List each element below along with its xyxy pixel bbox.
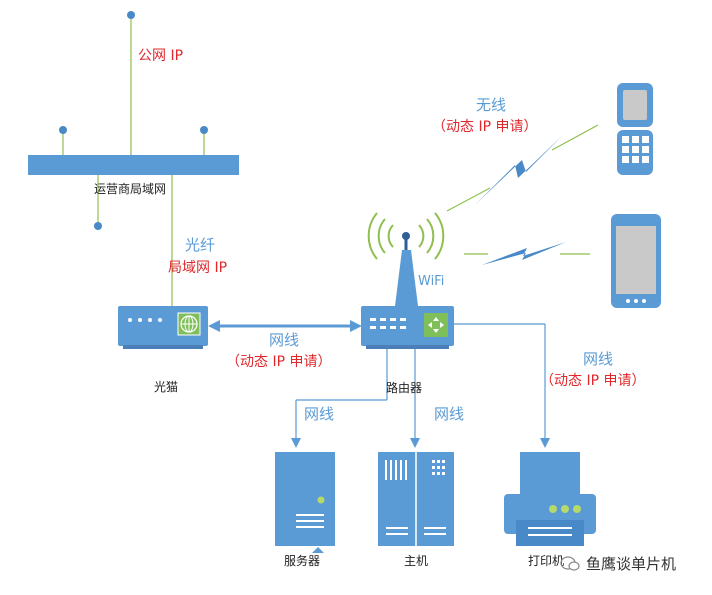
printer-dhcp-label: （动态 IP 申请） [540,373,646,389]
fiber-label: 光纤 [185,236,216,254]
optical-modem-device [118,306,208,349]
chat-bubble-icon [560,555,580,571]
modem-router-cable [208,320,362,332]
server-cable-label: 网线 [304,405,335,423]
router-label: 路由器 [386,381,423,395]
watermark: 鱼鹰谈单片机 [560,553,676,574]
optical-modem-label: 光猫 [154,380,179,394]
wireless-label: 无线 [476,96,507,114]
wireless-links [446,124,599,265]
host-cable-label: 网线 [434,405,465,423]
isp-network [28,11,239,306]
router-arrows-icon [424,313,448,337]
isp-lan-bar [28,155,239,175]
modem-router-cable-label: 网线 [269,331,300,349]
wireless-dhcp-label: （动态 IP 申请） [432,119,538,135]
host-label: 主机 [404,554,429,568]
router-device [361,212,454,349]
feature-phone [617,83,653,175]
watermark-text: 鱼鹰谈单片机 [586,555,677,573]
router-device-cables [291,323,550,448]
public-ip-label: 公网 IP [138,48,184,64]
printer-cable-label: 网线 [583,350,614,368]
lan-ip-label: 局域网 IP [168,260,228,276]
server-label: 服务器 [284,554,321,568]
modem-router-dhcp-label: （动态 IP 申请） [226,354,332,370]
printer-label: 打印机 [528,554,565,568]
printer-device [504,452,596,546]
host-device [378,452,454,546]
wifi-label: WiFi [418,274,445,289]
isp-lan-label: 运营商局域网 [94,182,167,196]
lightning-bolt-icon [475,135,563,205]
server-device [275,452,335,553]
lightning-bolt-icon [482,242,566,265]
smartphone [611,214,661,308]
